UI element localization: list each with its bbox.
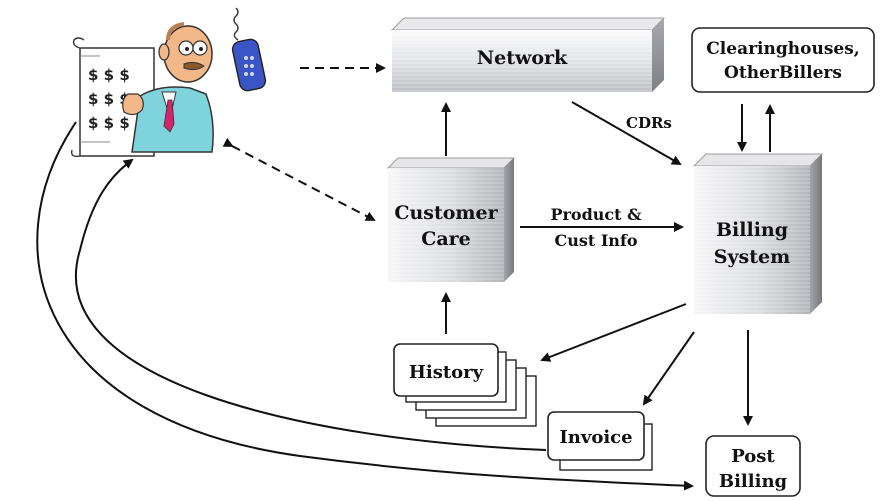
customer-care-label-line1: Customer — [394, 202, 498, 224]
edge-customer-customer-care — [222, 137, 376, 221]
clearinghouses-node: Clearinghouses, OtherBillers — [691, 27, 875, 93]
history-label: History — [409, 362, 484, 383]
invoice-node: Invoice — [547, 411, 653, 471]
clearinghouses-label-line1: Clearinghouses, — [706, 39, 859, 59]
bill-dollar-line-3: $ $ $ — [88, 114, 130, 132]
network-node: Network — [390, 17, 666, 92]
bill-dollar-line-2: $ $ $ — [88, 90, 130, 108]
edge-billing-to-history — [540, 303, 687, 362]
clearinghouses-label-line2: OtherBillers — [724, 63, 842, 83]
post-billing-node: Post Billing — [705, 435, 801, 497]
edge-label-cdrs: CDRs — [626, 114, 672, 132]
post-billing-label-line1: Post — [731, 446, 775, 467]
edge-network-to-billing — [571, 101, 682, 165]
customer-with-bill-icon: $ $ $ $ $ $ $ $ $ — [70, 22, 214, 158]
customer-care-label-line2: Care — [421, 228, 471, 250]
billing-system-label-line1: Billing — [716, 219, 788, 241]
bill-dollar-line-1: $ $ $ — [88, 66, 130, 84]
edge-label-product-line1: Product & — [550, 205, 642, 224]
edge-invoice-to-customer — [74, 158, 547, 451]
billing-system-label-line2: System — [714, 246, 790, 268]
edge-label-product-line2: Cust Info — [554, 231, 637, 250]
billing-system-node: Billing System — [692, 153, 824, 314]
telephone-icon — [231, 7, 267, 92]
edge-billing-to-invoice — [642, 331, 695, 406]
customer-care-node: Customer Care — [386, 157, 516, 282]
post-billing-label-line2: Billing — [719, 471, 788, 492]
invoice-label: Invoice — [559, 427, 632, 448]
edge-customer-to-post-billing — [36, 121, 694, 491]
network-label: Network — [477, 47, 568, 69]
history-node: History — [393, 343, 537, 427]
